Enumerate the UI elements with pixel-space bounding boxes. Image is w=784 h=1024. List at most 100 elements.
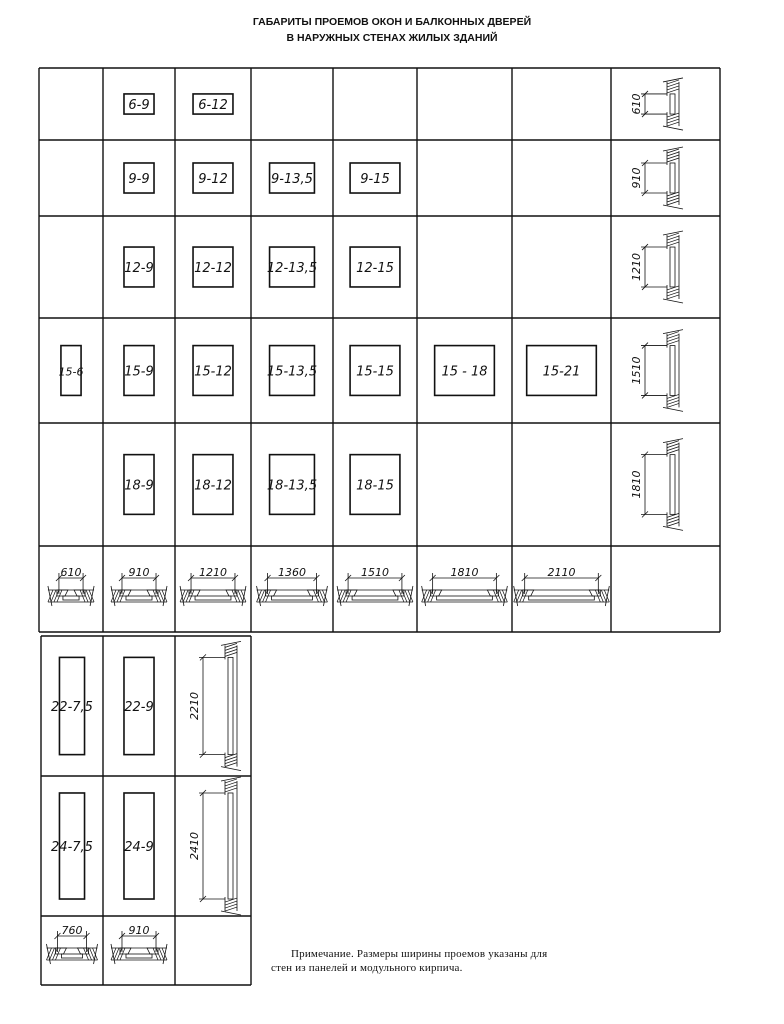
break-line-bottom [220, 910, 242, 916]
wall-hatch-right [152, 947, 159, 961]
opening-code: 18-15 [356, 479, 394, 494]
lintel-hatch [666, 82, 680, 88]
wall-hatch-left [56, 589, 63, 603]
note-block: Примечание. Размеры ширины проемов указа… [271, 948, 547, 974]
break-line-left [256, 585, 261, 607]
width-label-door-1: 910 [129, 924, 150, 937]
frame-section [528, 595, 595, 601]
door-cell: 24-9 [123, 792, 155, 900]
lintel-hatch [666, 157, 680, 163]
break-line-left [46, 943, 51, 965]
window-cell: 15-21 [525, 344, 598, 397]
width-detail-door-0: 760 [46, 924, 98, 965]
width-label-window-6: 2110 [548, 566, 576, 579]
wall-hatch-left [427, 589, 433, 603]
sill-hatch [666, 516, 680, 521]
window-cell: 15-15 [349, 344, 401, 397]
wall-hatch-left [55, 947, 61, 961]
window-cell: 12-9 [123, 246, 155, 288]
sill-hatch [666, 403, 680, 408]
lintel-hatch [224, 649, 238, 654]
opening-code: 18-13,5 [267, 479, 317, 494]
lintel-hatch [666, 340, 680, 345]
wall-hatch-right [152, 589, 159, 603]
height-label-door-0: 2210 [188, 692, 201, 720]
lintel-hatch [666, 449, 680, 454]
sill-hatch [224, 753, 238, 758]
wall-hatch-right [161, 589, 168, 603]
sill-hatch [666, 285, 680, 291]
lintel-hatch [666, 331, 680, 336]
lintel-hatch [224, 643, 238, 648]
window-cell: 15-12 [192, 344, 234, 397]
lintel-hatch [666, 79, 680, 85]
wall-hatch-right [407, 589, 414, 603]
wall-hatch-right [319, 589, 325, 603]
width-label-door-0: 760 [62, 924, 83, 937]
opening-outline [349, 453, 401, 516]
break-line-bottom [662, 204, 684, 210]
width-label-window-1: 910 [129, 566, 150, 579]
frame-section [669, 246, 676, 288]
window-cell: 6-9 [123, 93, 155, 115]
sill-hatch [666, 200, 680, 206]
break-line-right [241, 585, 247, 607]
wall-hatch-left [265, 589, 271, 603]
wall-hatch-left [339, 589, 346, 603]
break-line-bottom [662, 125, 684, 131]
wall-hatch-right [85, 589, 92, 603]
wall-hatch-left [516, 589, 523, 603]
wall-hatch-left [116, 589, 123, 603]
wall-hatch-left [49, 947, 55, 961]
opening-outline [268, 344, 316, 397]
opening-outline [123, 93, 155, 115]
lintel-hatch [666, 232, 680, 238]
wall-hatch-right [79, 589, 86, 603]
width-detail-door-1: 910 [110, 924, 168, 965]
width-label-window-0: 610 [61, 566, 82, 579]
lintel-hatch [224, 778, 238, 784]
wall-hatch-right [155, 947, 162, 961]
opening-outline [268, 246, 316, 288]
break-line-right [89, 585, 95, 607]
opening-outline [123, 246, 155, 288]
height-label-window-1: 910 [630, 168, 643, 189]
opening-outline [123, 453, 155, 516]
opening-outline [192, 453, 234, 516]
opening-code: 15-9 [124, 365, 154, 380]
lintel-hatch [666, 85, 680, 91]
width-detail-window-1: 910 [110, 566, 168, 607]
opening-code: 15-15 [356, 365, 394, 380]
lintel-hatch [666, 88, 680, 94]
sill-hatch [666, 400, 680, 405]
sill-hatch [666, 118, 680, 124]
wall-hatch-left [113, 947, 120, 961]
sill-hatch [666, 394, 680, 399]
break-line-left [421, 585, 427, 607]
break-line-top [662, 146, 684, 152]
width-detail-window-6: 2110 [513, 566, 610, 607]
height-detail-door-1: 2410 [188, 776, 242, 916]
opening-code: 12-12 [194, 261, 232, 276]
wall-hatch-right [603, 589, 610, 603]
sill-hatch [224, 756, 238, 761]
wall-hatch-left [110, 589, 117, 603]
wall-hatch-left [522, 589, 529, 603]
opening-code: 9-13,5 [271, 172, 313, 187]
wall-hatch-right [496, 589, 502, 603]
sill-hatch [224, 906, 238, 912]
sill-hatch [224, 900, 238, 906]
wall-hatch-left [46, 947, 52, 961]
lintel-hatch [666, 235, 680, 241]
wall-hatch-left [262, 589, 268, 603]
wall-hatch-left [113, 589, 120, 603]
sill-hatch [666, 294, 680, 300]
window-cell: 18-13,5 [267, 453, 317, 516]
wall-hatch-left [52, 947, 58, 961]
wall-hatch-right [155, 589, 162, 603]
opening-code: 6-12 [198, 98, 228, 113]
wall-hatch-right [83, 947, 89, 961]
window-cell: 18-15 [349, 453, 401, 516]
wall-hatch-left [336, 589, 343, 603]
